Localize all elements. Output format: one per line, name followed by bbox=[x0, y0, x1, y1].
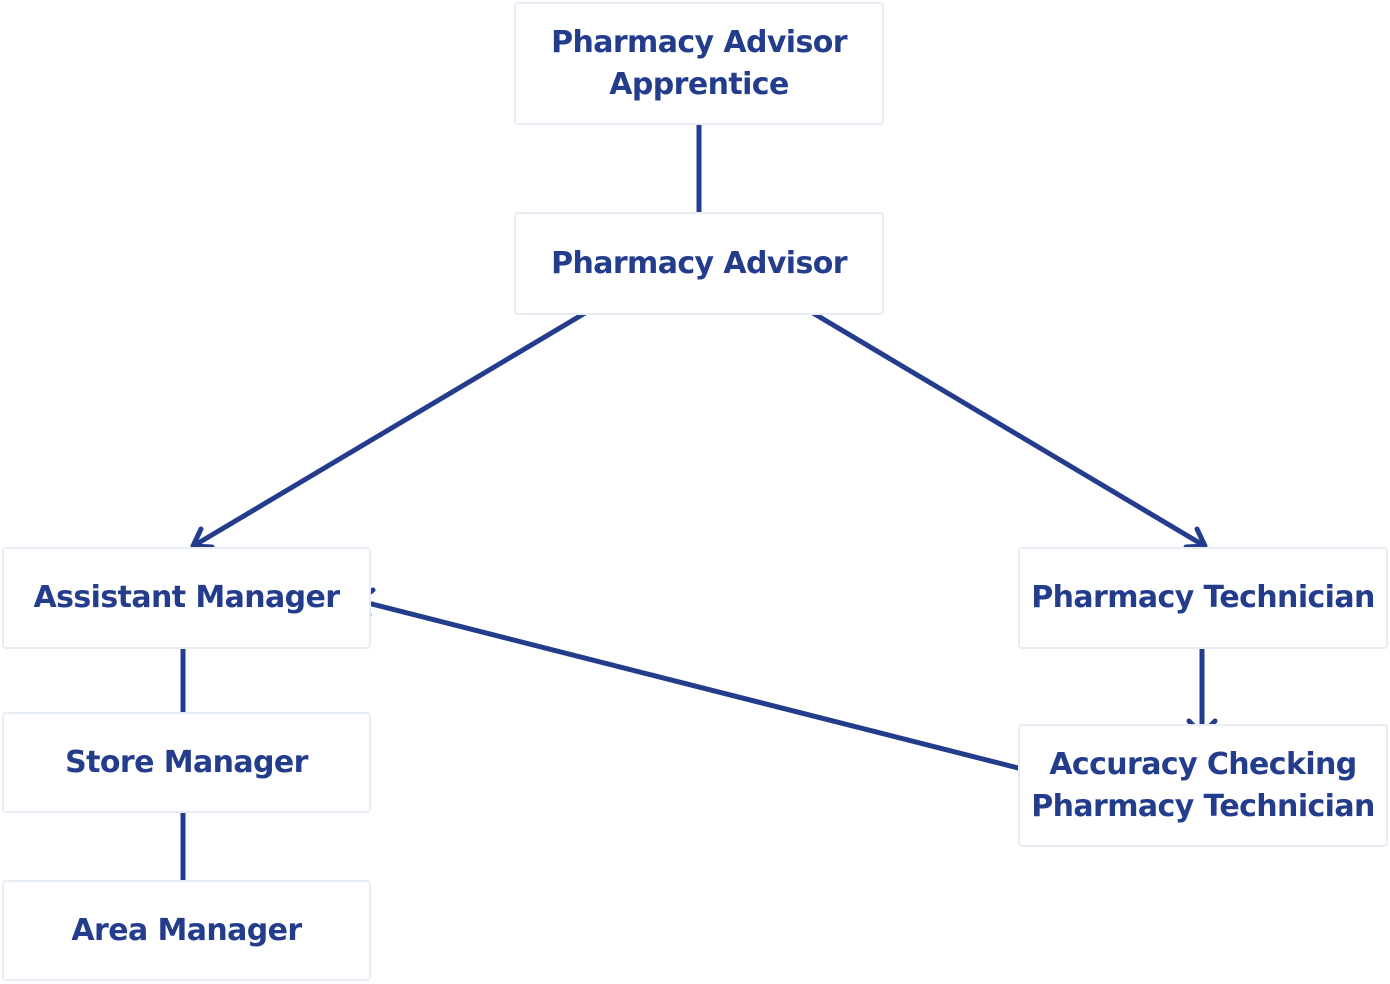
node-pharmacy-advisor-apprentice: Pharmacy Advisor Apprentice bbox=[514, 2, 884, 125]
node-pharmacy-advisor: Pharmacy Advisor bbox=[514, 212, 884, 315]
node-accuracy-checking-pharmacy-technician: Accuracy Checking Pharmacy Technician bbox=[1018, 724, 1388, 847]
node-store-manager: Store Manager bbox=[2, 712, 371, 813]
arrow-advisor-to-pharmacy-technician bbox=[778, 291, 1208, 550]
node-label: Pharmacy Advisor bbox=[551, 245, 847, 281]
node-area-manager: Area Manager bbox=[2, 880, 371, 981]
node-label: Pharmacy Advisor Apprentice bbox=[551, 22, 847, 106]
node-label: Area Manager bbox=[71, 912, 302, 948]
node-label-line: Apprentice bbox=[609, 66, 789, 102]
node-label: Store Manager bbox=[65, 744, 308, 780]
node-label: Pharmacy Technician bbox=[1031, 580, 1375, 615]
arrow-accuracy-checking-to-assistant-manager bbox=[355, 587, 1033, 774]
node-label: Accuracy Checking Pharmacy Technician bbox=[1031, 744, 1375, 828]
node-assistant-manager: Assistant Manager bbox=[2, 547, 371, 649]
node-label: Assistant Manager bbox=[33, 580, 341, 615]
node-label-line: Pharmacy Technician bbox=[1031, 788, 1375, 824]
node-label-line: Accuracy Checking bbox=[1049, 746, 1357, 782]
node-pharmacy-technician: Pharmacy Technician bbox=[1018, 547, 1388, 649]
node-label-line: Pharmacy Advisor bbox=[551, 24, 847, 60]
arrow-advisor-to-assistant-manager bbox=[190, 291, 620, 550]
